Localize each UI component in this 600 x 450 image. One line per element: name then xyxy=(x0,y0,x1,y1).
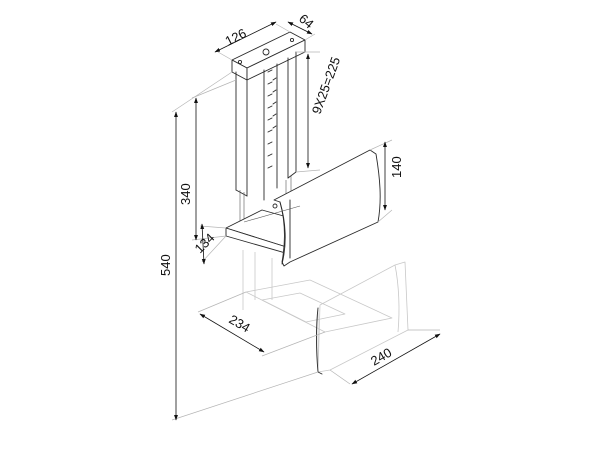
dimension-lines xyxy=(171,21,441,421)
label-64: 64 xyxy=(296,11,317,32)
label-9x25: 9X25=225 xyxy=(309,55,343,116)
label-540: 540 xyxy=(158,254,173,276)
label-140: 140 xyxy=(389,156,404,178)
label-134: 134 xyxy=(192,230,218,256)
label-126: 126 xyxy=(223,25,249,48)
label-340: 340 xyxy=(178,183,193,205)
upper-holder xyxy=(225,149,381,267)
